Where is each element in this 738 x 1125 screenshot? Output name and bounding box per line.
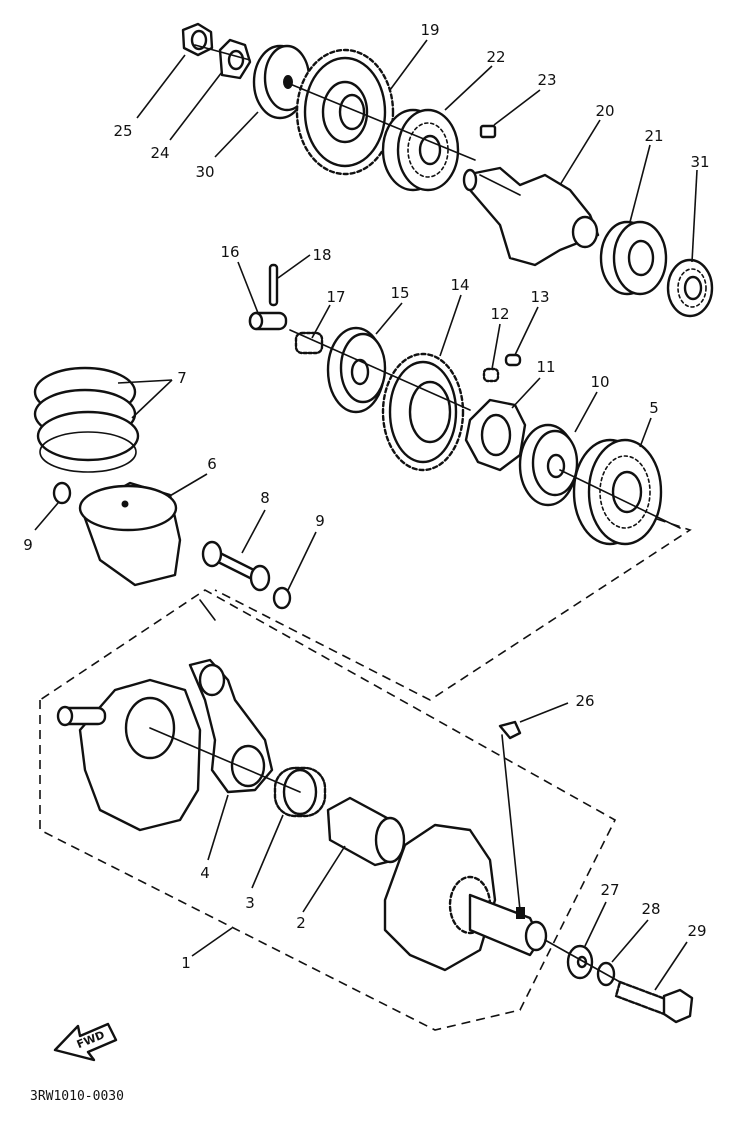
weight-plate-30[interactable] — [252, 44, 311, 120]
callout-27: 27 — [600, 881, 619, 899]
callout-11: 11 — [536, 358, 555, 376]
pin-16[interactable] — [248, 311, 288, 331]
callout-21: 21 — [644, 127, 663, 145]
piston-6[interactable] — [78, 481, 182, 587]
callout-1: 1 — [181, 954, 191, 972]
reference-code: 3RW1010-0030 — [30, 1089, 124, 1104]
crank-pin-2[interactable] — [326, 796, 406, 867]
gear-19[interactable] — [295, 48, 395, 176]
clip-9-left[interactable] — [52, 481, 72, 505]
callout-20: 20 — [595, 102, 614, 120]
callout-26: 26 — [575, 692, 594, 710]
key-23[interactable] — [479, 124, 497, 139]
callout-13: 13 — [530, 288, 549, 306]
clip-9-right[interactable] — [272, 586, 292, 610]
bearing-22[interactable] — [381, 108, 460, 192]
callout-4: 4 — [200, 864, 210, 882]
callout-28: 28 — [641, 900, 660, 918]
callout-22: 22 — [486, 48, 505, 66]
bearing-5[interactable] — [572, 438, 663, 546]
callout-6: 6 — [207, 455, 217, 473]
callout-16: 16 — [220, 243, 239, 261]
fwd-arrow-icon: FWD — [53, 1022, 118, 1062]
plate-15[interactable] — [326, 326, 387, 414]
crankshaft-right-end[interactable] — [468, 893, 548, 957]
seal-31[interactable] — [666, 258, 714, 318]
callout-12: 12 — [490, 305, 509, 323]
plate-10[interactable] — [518, 423, 579, 507]
woodruff-key-26[interactable] — [498, 720, 522, 740]
callout-19: 19 — [420, 21, 439, 39]
callout-3: 3 — [245, 894, 255, 912]
nut-25[interactable] — [181, 22, 214, 57]
callout-10: 10 — [590, 373, 609, 391]
callout-29: 29 — [687, 922, 706, 940]
balancer-shaft-20[interactable] — [462, 166, 600, 267]
callout-24: 24 — [150, 144, 169, 162]
callout-30: 30 — [195, 163, 214, 181]
piston-pin-8[interactable] — [201, 540, 271, 592]
callout-7: 7 — [177, 369, 187, 387]
crank-web-left[interactable] — [56, 678, 202, 832]
callout-labels: 25 24 30 19 22 23 20 21 31 16 18 17 15 1… — [23, 21, 709, 972]
connecting-rod-4[interactable] — [188, 658, 274, 794]
callout-23: 23 — [537, 71, 556, 89]
callout-2: 2 — [296, 914, 306, 932]
gear-14[interactable] — [381, 352, 465, 472]
bolt-29[interactable] — [614, 980, 694, 1024]
callout-5: 5 — [649, 399, 659, 417]
callout-15: 15 — [390, 284, 409, 302]
hub-11[interactable] — [464, 398, 527, 472]
piston-rings-7[interactable] — [33, 366, 140, 473]
leader-lines — [34, 39, 698, 991]
assembly-outline-lower — [39, 589, 617, 1031]
axis-lines — [149, 44, 681, 983]
spring-12[interactable] — [482, 367, 500, 383]
bearing-21[interactable] — [599, 220, 668, 296]
spring-17[interactable] — [294, 331, 324, 355]
callout-8: 8 — [260, 489, 270, 507]
washer-27[interactable] — [566, 944, 594, 980]
pin-18[interactable] — [268, 263, 279, 307]
callout-14: 14 — [450, 276, 469, 294]
callout-9-right: 9 — [315, 512, 325, 530]
callout-18: 18 — [312, 246, 331, 264]
callout-25: 25 — [113, 122, 132, 140]
callout-9-left: 9 — [23, 536, 33, 554]
callout-17: 17 — [326, 288, 345, 306]
pin-13[interactable] — [504, 353, 522, 367]
callout-31: 31 — [690, 153, 709, 171]
